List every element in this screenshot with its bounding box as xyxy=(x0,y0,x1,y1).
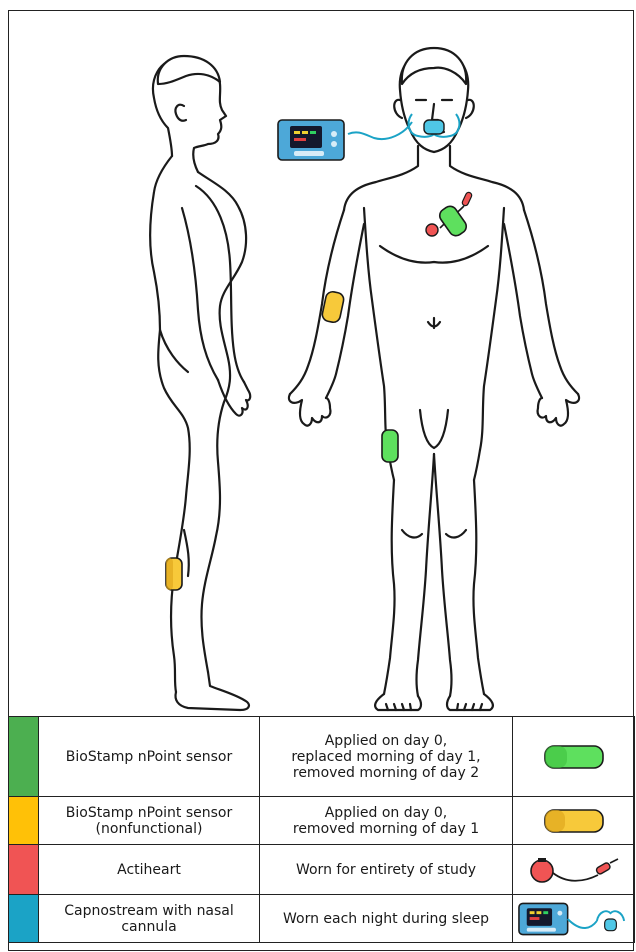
legend-device-name: BioStamp nPoint sensor (nonfunctional) xyxy=(39,797,260,845)
legend-icon-cell xyxy=(513,845,635,895)
legend-schedule: Worn for entirety of study xyxy=(260,845,513,895)
legend-device-name: Actiheart xyxy=(39,845,260,895)
legend-schedule: Applied on day 0, replaced morning of da… xyxy=(260,717,513,797)
legend-row-green-sensor: BioStamp nPoint sensor Applied on day 0,… xyxy=(9,717,635,797)
capnostream-monitor-figure xyxy=(278,120,344,160)
green-sensor-icon xyxy=(543,744,605,770)
green-sensor-chest-marker xyxy=(437,204,469,239)
actiheart-icon xyxy=(526,853,622,887)
yellow-sensor-calf-marker xyxy=(166,558,182,590)
capnostream-monitor-icon xyxy=(517,899,630,939)
legend-color-swatch xyxy=(9,895,39,943)
legend-row-capnostream: Capnostream with nasal cannula Worn each… xyxy=(9,895,635,943)
green-sensor-thigh-marker xyxy=(382,430,398,462)
side-body-outline xyxy=(150,56,250,710)
body-diagram xyxy=(8,10,634,716)
legend-device-name: BioStamp nPoint sensor xyxy=(39,717,260,797)
device-legend-table: BioStamp nPoint sensor Applied on day 0,… xyxy=(8,716,635,943)
yellow-sensor-arm-marker xyxy=(321,290,345,323)
yellow-sensor-icon xyxy=(543,808,605,834)
legend-row-yellow-sensor: BioStamp nPoint sensor (nonfunctional) A… xyxy=(9,797,635,845)
legend-icon-cell xyxy=(513,895,635,943)
legend-icon-cell xyxy=(513,797,635,845)
nasal-cannula xyxy=(348,114,459,139)
legend-icon-cell xyxy=(513,717,635,797)
legend-row-actiheart: Actiheart Worn for entirety of study xyxy=(9,845,635,895)
legend-device-name: Capnostream with nasal cannula xyxy=(39,895,260,943)
legend-color-swatch xyxy=(9,845,39,895)
legend-color-swatch xyxy=(9,717,39,797)
legend-schedule: Applied on day 0, removed morning of day… xyxy=(260,797,513,845)
legend-schedule: Worn each night during sleep xyxy=(260,895,513,943)
legend-color-swatch xyxy=(9,797,39,845)
